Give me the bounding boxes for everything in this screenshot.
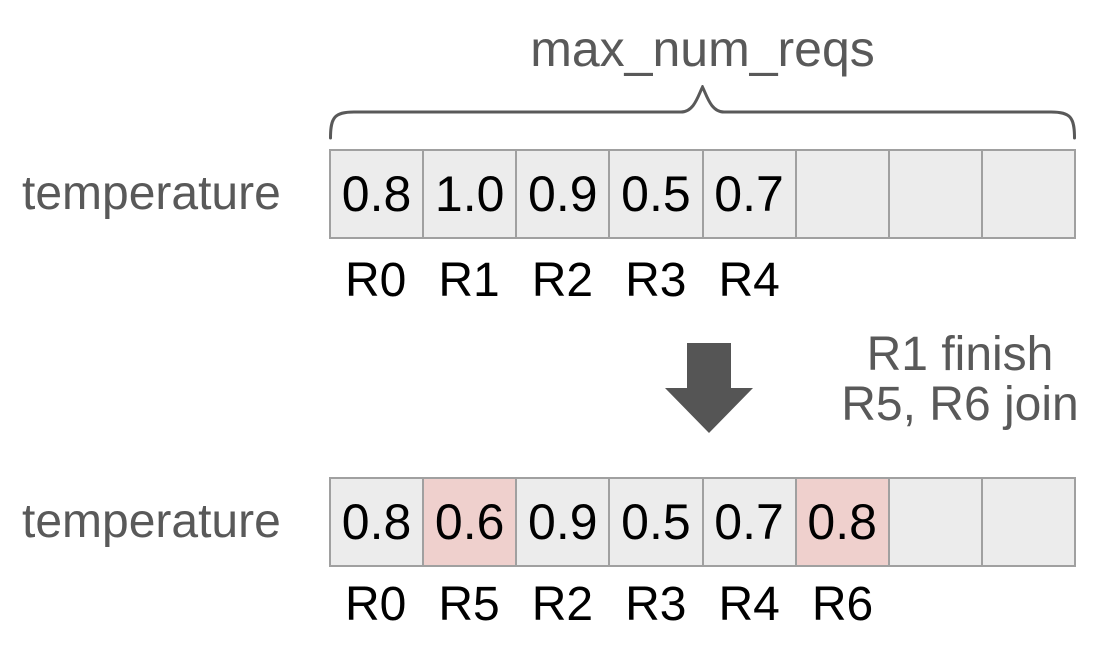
request-label: R1 <box>438 254 500 307</box>
temperature-label-after: temperature <box>22 495 281 548</box>
array-cell-empty <box>794 149 890 239</box>
array-cell: 0.5 <box>608 477 704 567</box>
request-labels-before: R0 R1 R2 R3 R4 <box>329 253 1076 309</box>
request-label: R6 <box>811 578 874 631</box>
array-cell-empty <box>980 477 1076 567</box>
request-label: R0 <box>345 578 407 631</box>
temperature-array-after: 0.8 0.6 0.9 0.5 0.7 0.8 <box>329 477 1076 567</box>
transition-note: R1 finish R5, R6 join <box>760 330 1110 430</box>
array-cell: 0.8 <box>329 149 425 239</box>
request-label: R2 <box>531 254 594 307</box>
array-cell: 0.7 <box>701 477 797 567</box>
array-cell: 0.8 <box>329 477 425 567</box>
array-cell-empty <box>887 477 983 567</box>
temperature-label-before: temperature <box>22 167 281 220</box>
request-label: R5 <box>438 578 500 631</box>
request-label <box>889 253 982 309</box>
request-label <box>796 253 889 309</box>
request-label <box>983 253 1076 309</box>
array-cell: 0.6 <box>422 477 518 567</box>
max-num-reqs-label: max_num_reqs <box>530 21 875 77</box>
request-label: R3 <box>625 578 687 631</box>
request-label: R0 <box>345 254 407 307</box>
array-cell: 0.5 <box>608 149 704 239</box>
request-label: R2 <box>531 578 594 631</box>
array-cell: 1.0 <box>422 149 518 239</box>
array-cell: 0.9 <box>515 477 611 567</box>
request-label: R4 <box>718 578 780 631</box>
transition-line-2: R5, R6 join <box>841 378 1079 431</box>
curly-brace-icon <box>329 85 1076 140</box>
array-cell: 0.8 <box>794 477 890 567</box>
transition-line-1: R1 finish <box>866 328 1054 381</box>
request-label <box>889 577 982 633</box>
request-label: R3 <box>625 254 687 307</box>
down-arrow-icon <box>665 343 753 433</box>
array-cell: 0.9 <box>515 149 611 239</box>
request-label <box>983 577 1076 633</box>
array-cell-empty <box>980 149 1076 239</box>
array-cell-empty <box>887 149 983 239</box>
temperature-array-before: 0.8 1.0 0.9 0.5 0.7 <box>329 149 1076 239</box>
array-cell: 0.7 <box>701 149 797 239</box>
request-label: R4 <box>718 254 780 307</box>
request-labels-after: R0 R5 R2 R3 R4 R6 <box>329 577 1076 633</box>
